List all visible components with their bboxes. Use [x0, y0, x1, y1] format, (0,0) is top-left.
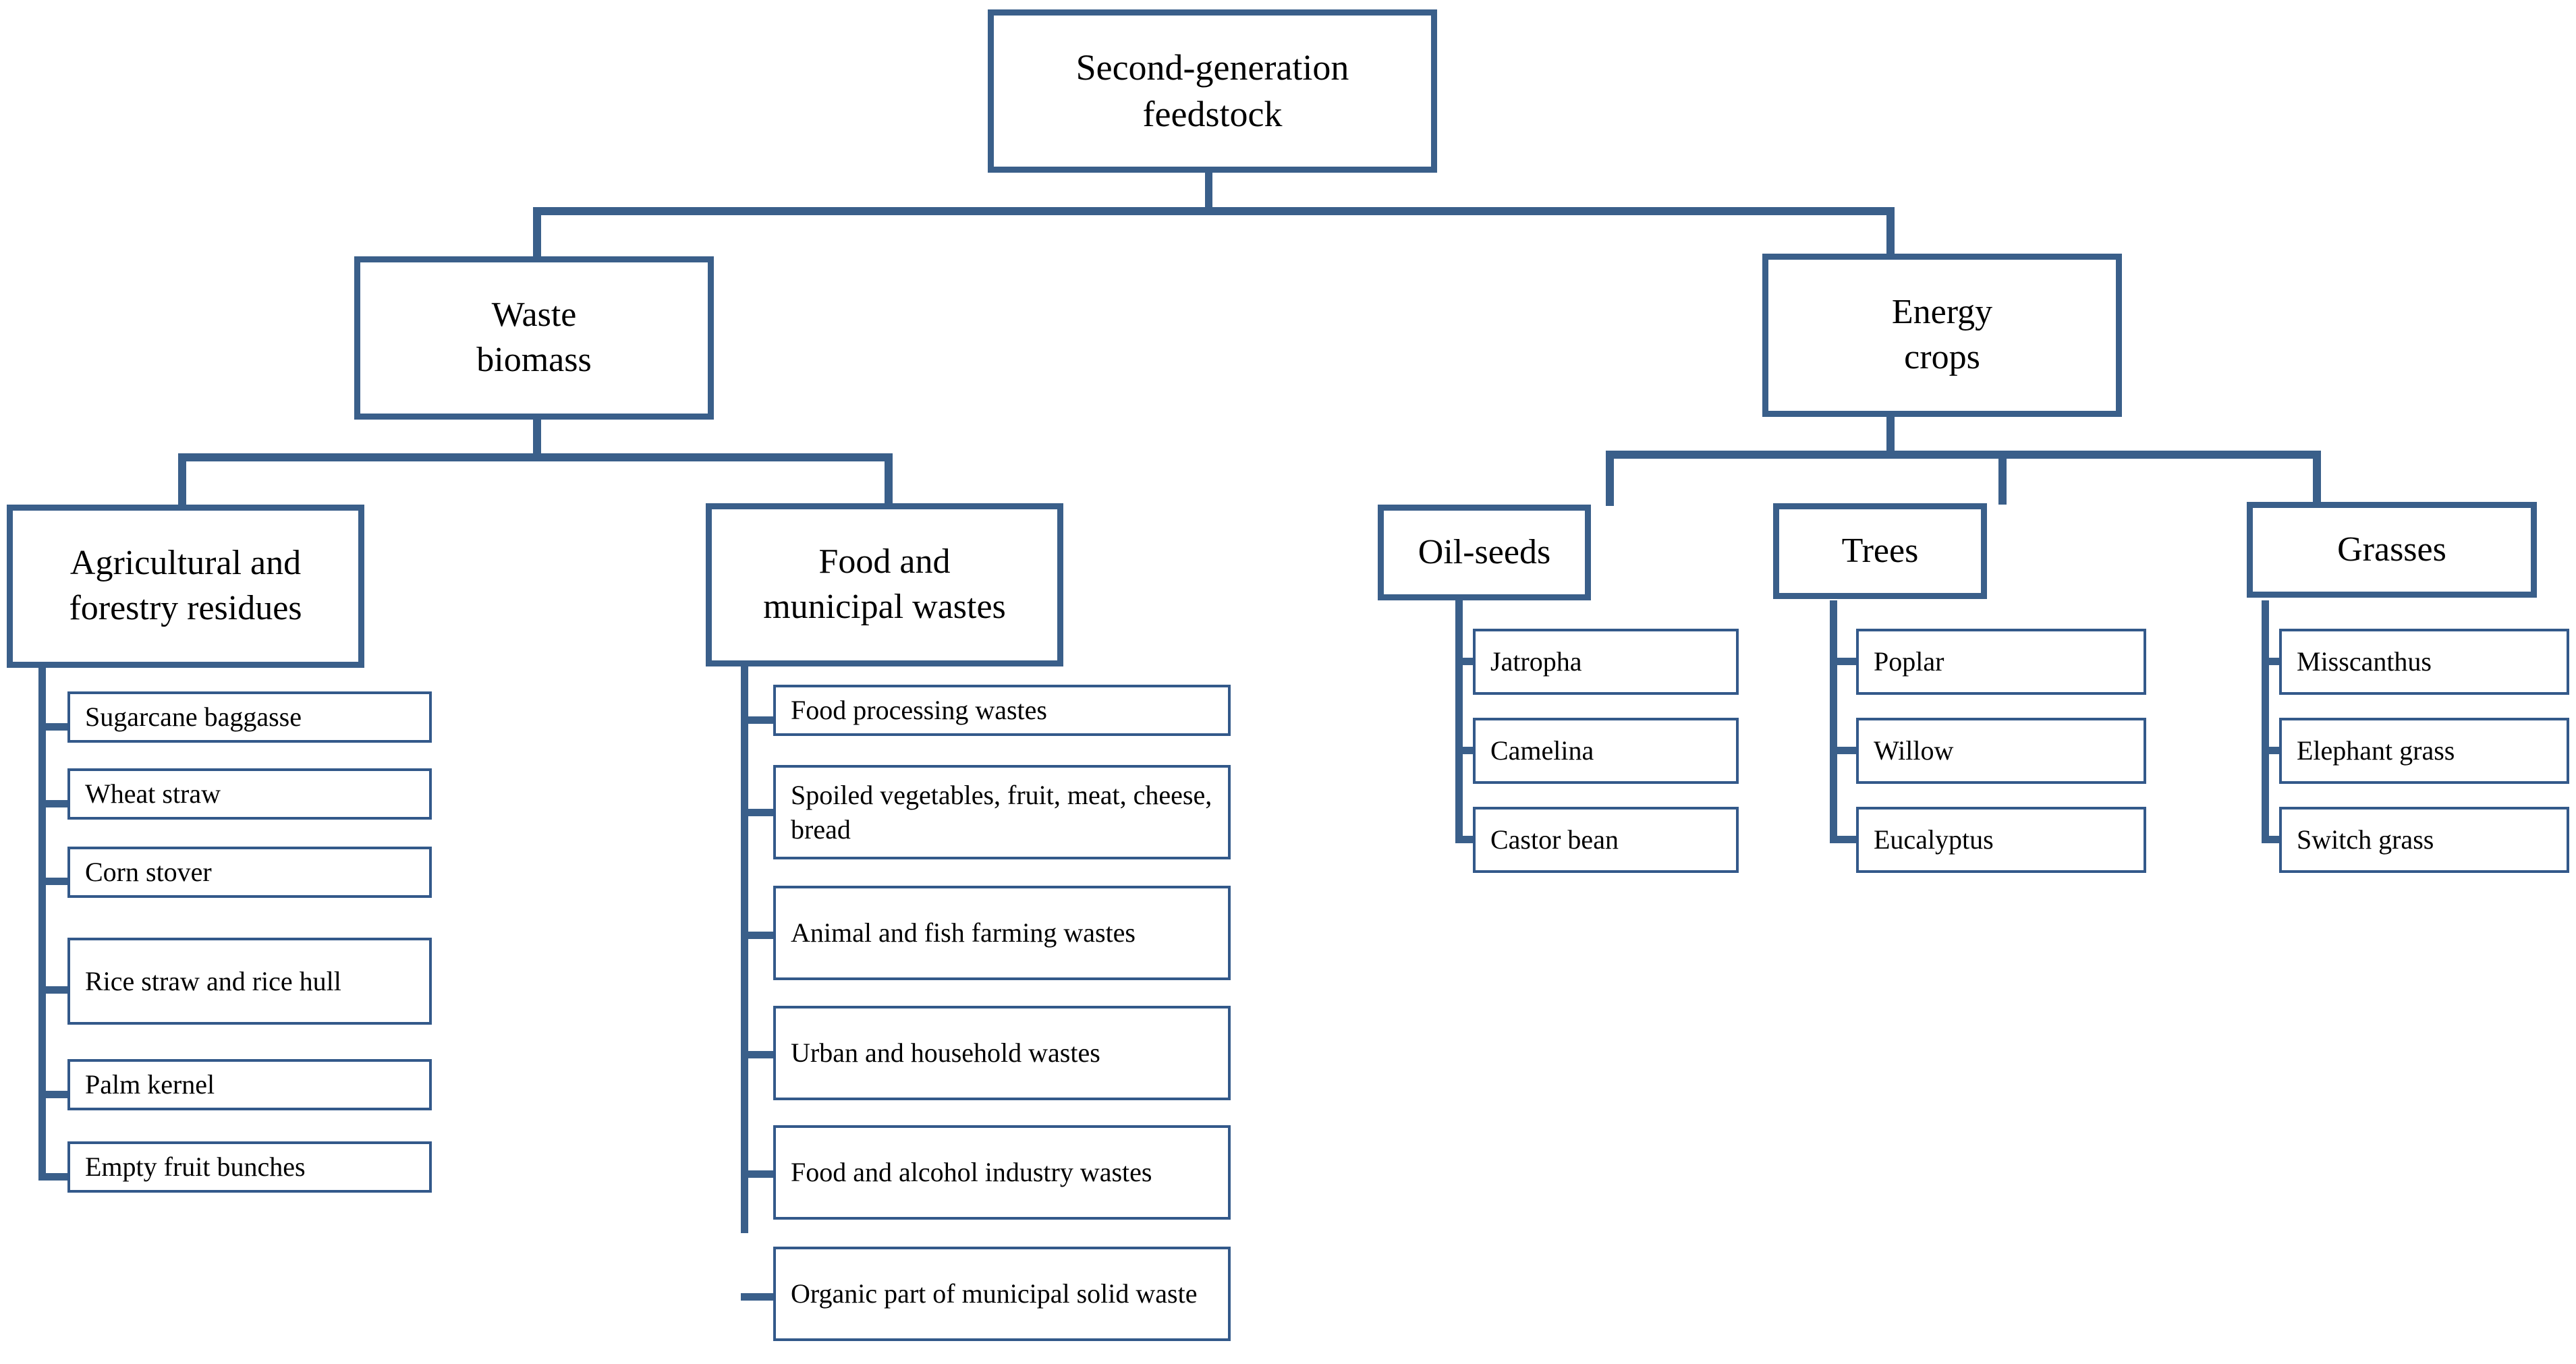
leaf-animal-and-fish-farming-wastes[interactable]: Animal and fish farming wastes — [773, 886, 1231, 980]
leaf-wheat-straw[interactable]: Wheat straw — [67, 768, 432, 820]
leaf-switch-grass[interactable]: Switch grass — [2279, 807, 2569, 873]
connector-grasses-spine — [2262, 600, 2269, 842]
node-oil-seeds-label: Oil-seeds — [1418, 532, 1551, 571]
connector-agri-stub-4 — [38, 986, 70, 994]
leaf-label: Misscanthus — [2297, 646, 2432, 677]
leaf-label: Poplar — [1874, 646, 1944, 677]
connector-food-stub-6 — [741, 1293, 776, 1301]
leaf-label: Spoiled vegetables, fruit, meat, cheese,… — [791, 779, 1212, 845]
leaf-label: Urban and household wastes — [791, 1038, 1100, 1069]
leaf-elephant-grass[interactable]: Elephant grass — [2279, 718, 2569, 784]
connector-trees-spine — [1830, 600, 1837, 842]
connector-waste-categories-bus — [178, 453, 893, 461]
connector-agri-spine — [38, 666, 46, 1177]
leaf-label: Camelina — [1490, 735, 1594, 766]
connector-trees-stub-2 — [1830, 747, 1858, 754]
leaf-food-processing-wastes[interactable]: Food processing wastes — [773, 685, 1231, 736]
connector-level-two-bus — [533, 207, 1895, 215]
connector-grasses-stub-3 — [2262, 836, 2283, 843]
leaf-label: Sugarcane baggasse — [85, 702, 302, 733]
connector-agri-stub-6 — [38, 1173, 70, 1181]
leaf-label: Corn stover — [85, 857, 212, 888]
connector-food-stub-2 — [741, 809, 776, 816]
connector-waste-biomass-drop — [533, 418, 541, 457]
leaf-palm-kernel[interactable]: Palm kernel — [67, 1059, 432, 1110]
connector-food-spine — [741, 666, 748, 1233]
connector-oilseeds-stub-1 — [1455, 658, 1476, 665]
connector-trees-stub-1 — [1830, 658, 1858, 665]
leaf-poplar[interactable]: Poplar — [1856, 629, 2146, 695]
connector-grasses-riser — [2313, 451, 2321, 503]
connector-food-stub-4 — [741, 1051, 776, 1058]
leaf-camelina[interactable]: Camelina — [1473, 718, 1739, 784]
connector-oilseeds-stub-3 — [1455, 836, 1476, 843]
connector-grasses-stub-2 — [2262, 747, 2283, 754]
leaf-label: Empty fruit bunches — [85, 1152, 306, 1183]
connector-energy-crops-riser — [1886, 207, 1895, 258]
connector-food-stub-5 — [741, 1170, 776, 1178]
leaf-organic-part-of-municipal-solid-waste[interactable]: Organic part of municipal solid waste — [773, 1247, 1231, 1341]
leaf-label: Animal and fish farming wastes — [791, 917, 1136, 948]
connector-oilseeds-spine — [1455, 600, 1463, 842]
connector-trees-stub-3 — [1830, 836, 1858, 843]
leaf-label: Castor bean — [1490, 824, 1619, 855]
leaf-label: Wheat straw — [85, 778, 221, 809]
connector-agri-stub-5 — [38, 1091, 70, 1098]
leaf-label: Organic part of municipal solid waste — [791, 1278, 1198, 1309]
node-trees[interactable]: Trees — [1773, 503, 1987, 599]
leaf-rice-straw-and-rice-hull[interactable]: Rice straw and rice hull — [67, 938, 432, 1025]
leaf-label: Food processing wastes — [791, 695, 1047, 726]
leaf-label: Food and alcohol industry wastes — [791, 1157, 1152, 1188]
connector-oilseeds-stub-2 — [1455, 747, 1476, 754]
connector-food-stub-3 — [741, 932, 776, 939]
leaf-label: Eucalyptus — [1874, 824, 1994, 855]
connector-agri-riser — [178, 453, 186, 509]
connector-agri-stub-2 — [38, 800, 70, 807]
leaf-urban-and-household-wastes[interactable]: Urban and household wastes — [773, 1006, 1231, 1100]
leaf-castor-bean[interactable]: Castor bean — [1473, 807, 1739, 873]
connector-agri-stub-3 — [38, 878, 70, 885]
leaf-sugarcane-baggasse[interactable]: Sugarcane baggasse — [67, 691, 432, 743]
leaf-spoiled-vegetables-fruit-meat-cheese-bread[interactable]: Spoiled vegetables, fruit, meat, cheese,… — [773, 765, 1231, 859]
leaf-label: Willow — [1874, 735, 1954, 766]
leaf-misscanthus[interactable]: Misscanthus — [2279, 629, 2569, 695]
connector-food-stub-1 — [741, 716, 776, 724]
connector-oilseeds-riser — [1606, 451, 1614, 506]
leaf-empty-fruit-bunches[interactable]: Empty fruit bunches — [67, 1141, 432, 1193]
connector-trees-riser — [1998, 451, 2007, 505]
leaf-label: Palm kernel — [85, 1069, 215, 1100]
leaf-willow[interactable]: Willow — [1856, 718, 2146, 784]
leaf-label: Rice straw and rice hull — [85, 965, 341, 996]
leaf-label: Elephant grass — [2297, 735, 2455, 766]
connector-agri-stub-1 — [38, 723, 70, 731]
connector-energy-categories-bus — [1606, 451, 2321, 459]
leaf-label: Switch grass — [2297, 824, 2434, 855]
connector-food-riser — [885, 453, 893, 507]
leaf-eucalyptus[interactable]: Eucalyptus — [1856, 807, 2146, 873]
connector-grasses-stub-1 — [2262, 658, 2283, 665]
connector-waste-biomass-riser — [533, 207, 541, 262]
node-trees-label: Trees — [1841, 531, 1919, 570]
leaf-corn-stover[interactable]: Corn stover — [67, 847, 432, 898]
node-oil-seeds[interactable]: Oil-seeds — [1378, 505, 1591, 600]
node-grasses[interactable]: Grasses — [2247, 502, 2537, 598]
leaf-label: Jatropha — [1490, 646, 1582, 677]
connector-energy-crops-drop — [1886, 415, 1895, 454]
node-grasses-label: Grasses — [2337, 530, 2446, 569]
connector-root-drop — [1205, 167, 1212, 212]
leaf-food-and-alcohol-industry-wastes[interactable]: Food and alcohol industry wastes — [773, 1125, 1231, 1220]
leaf-jatropha[interactable]: Jatropha — [1473, 629, 1739, 695]
